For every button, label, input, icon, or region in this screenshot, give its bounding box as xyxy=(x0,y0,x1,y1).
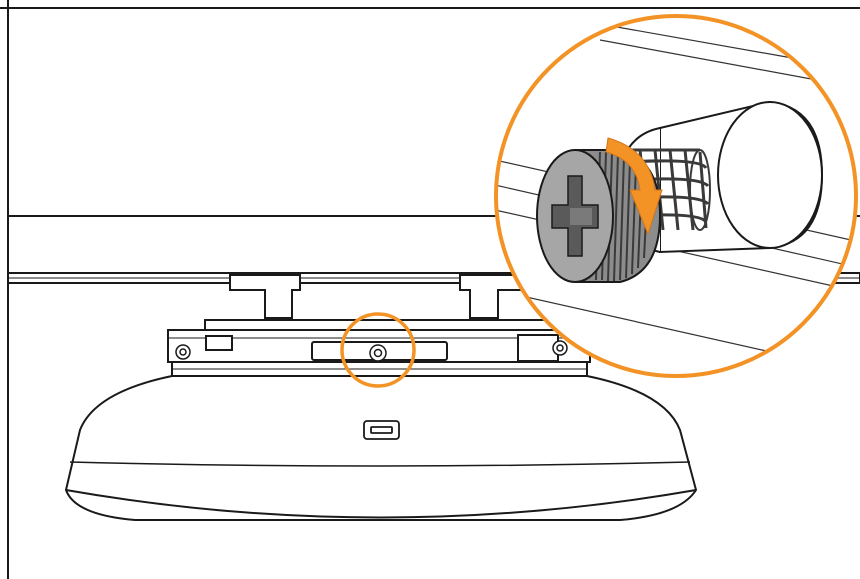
usb-port-icon xyxy=(363,420,400,440)
screw-location-highlight xyxy=(340,312,416,388)
device-top-rim xyxy=(171,361,588,377)
thumbscrew-zoom-detail xyxy=(494,14,858,378)
access-point-body xyxy=(64,375,698,521)
mounting-screw-right xyxy=(552,340,568,356)
mounting-screw-center xyxy=(369,344,387,362)
mounting-screw-left xyxy=(175,344,191,360)
clockwise-arrow-icon xyxy=(605,137,663,236)
